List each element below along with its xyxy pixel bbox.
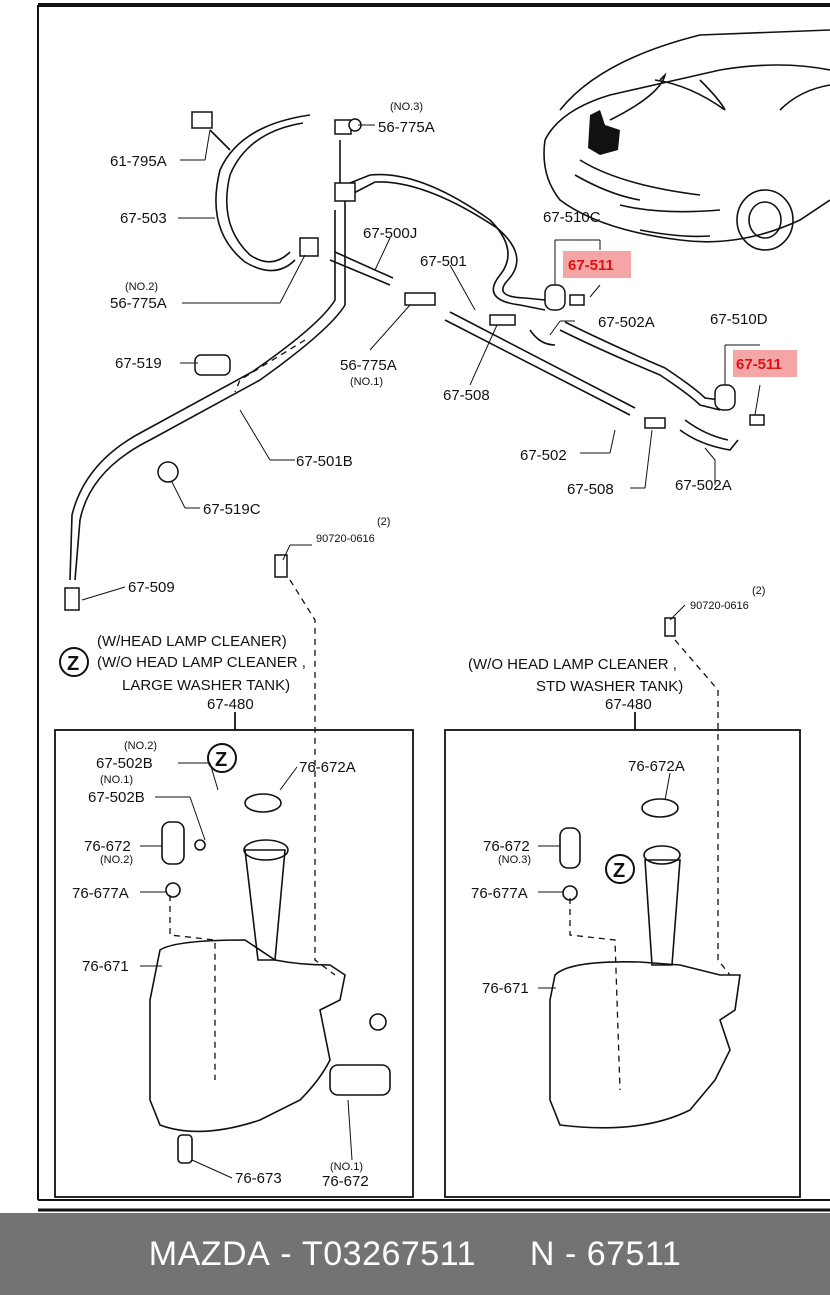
footer-text: MAZDA - T03267511 N - 67511 (0, 1235, 830, 1274)
label-no3-pump: (NO.3) (498, 854, 531, 866)
label-bolt-b: 90720-0616 (690, 600, 749, 612)
label-67-519: 67-519 (115, 355, 162, 372)
part-labels: 61-795A 67-503 (NO.3) 56-775A (NO.2) 56-… (72, 101, 782, 1190)
footer-brand: MAZDA (148, 1235, 271, 1273)
note-right-2: STD WASHER TANK) (536, 678, 683, 695)
label-67-501: 67-501 (420, 253, 467, 270)
label-76-672-c: 76-672 (483, 838, 530, 855)
label-67-501B: 67-501B (296, 453, 353, 470)
label-76-672-a: 76-672 (84, 838, 131, 855)
label-67-519C: 67-519C (203, 501, 261, 518)
label-67-500J: 67-500J (363, 225, 417, 242)
label-no2-pump: (NO.2) (100, 854, 133, 866)
label-67-503: 67-503 (120, 210, 167, 227)
label-67-502B-b: 67-502B (88, 789, 145, 806)
label-67-508-a: 67-508 (443, 387, 490, 404)
label-67-511-a: 67-511 (568, 257, 614, 274)
label-67-510D: 67-510D (710, 311, 768, 328)
label-76-677A-b: 76-677A (471, 885, 528, 902)
washer-tank-large (149, 793, 391, 1164)
footer-code: T03267511 (301, 1235, 477, 1273)
label-61-795A: 61-795A (110, 153, 167, 170)
label-no1-pump: (NO.1) (330, 1161, 363, 1173)
label-67-502: 67-502 (520, 447, 567, 464)
label-76-671-a: 76-671 (82, 958, 129, 975)
label-bolt-qty-a: (2) (377, 516, 390, 528)
detail-boxes (54, 712, 801, 1198)
label-67-510C: 67-510C (543, 209, 601, 226)
label-56-775A-top: 56-775A (378, 119, 435, 136)
label-no3-top: (NO.3) (390, 101, 423, 113)
highlight-67511-a (563, 251, 631, 278)
label-67-480-b: 67-480 (605, 696, 652, 713)
label-76-672A-a: 76-672A (299, 759, 356, 776)
footer-n-label: N (529, 1235, 555, 1273)
label-67-502A-a: 67-502A (598, 314, 655, 331)
label-76-671-b: 76-671 (482, 980, 529, 997)
washer-tank-std (549, 798, 741, 1129)
label-76-673: 76-673 (235, 1170, 282, 1187)
dashed-guides (169, 339, 731, 1091)
part-glyphs (64, 111, 765, 637)
z-callout-2: Z (215, 749, 227, 771)
label-no1-box: (NO.1) (100, 774, 133, 786)
label-bolt-qty-b: (2) (752, 585, 765, 597)
footer-sep-2: - (564, 1235, 577, 1273)
note-left-2: (W/O HEAD LAMP CLEANER , (97, 654, 306, 671)
box-leader-lines (140, 762, 671, 1179)
label-67-502B-a: 67-502B (96, 755, 153, 772)
label-no2-mid: (NO.2) (125, 281, 158, 293)
footer-bar: MAZDA - T03267511 N - 67511 (0, 1213, 830, 1295)
car-front-illustration (543, 29, 830, 251)
z-callout-3: Z (613, 860, 625, 882)
label-67-480-a: 67-480 (207, 696, 254, 713)
label-67-502A-b: 67-502A (675, 477, 732, 494)
label-67-509: 67-509 (128, 579, 175, 596)
footer-part-number: 67511 (586, 1235, 682, 1273)
frame (37, 3, 830, 1212)
footer-sep-1: - (280, 1235, 293, 1273)
label-76-672-b: 76-672 (322, 1173, 369, 1190)
hose-lines (69, 114, 739, 581)
note-right-1: (W/O HEAD LAMP CLEANER , (468, 656, 677, 673)
label-67-508-b: 67-508 (567, 481, 614, 498)
highlight-67511-b (733, 350, 797, 377)
label-no2-box: (NO.2) (124, 740, 157, 752)
label-bolt-a: 90720-0616 (316, 533, 375, 545)
z-callout-1: Z (67, 653, 79, 675)
label-56-775A-low: 56-775A (340, 357, 397, 374)
reservoir-silhouette (588, 110, 620, 155)
leader-lines (81, 124, 761, 621)
label-no1-low: (NO.1) (350, 376, 383, 388)
label-56-775A-mid: 56-775A (110, 295, 167, 312)
label-67-511-b: 67-511 (736, 356, 782, 373)
z-callouts (59, 647, 635, 884)
note-left-3: LARGE WASHER TANK) (122, 677, 290, 694)
label-76-677A-a: 76-677A (72, 885, 129, 902)
note-left-1: (W/HEAD LAMP CLEANER) (97, 633, 287, 650)
label-76-672A-b: 76-672A (628, 758, 685, 775)
